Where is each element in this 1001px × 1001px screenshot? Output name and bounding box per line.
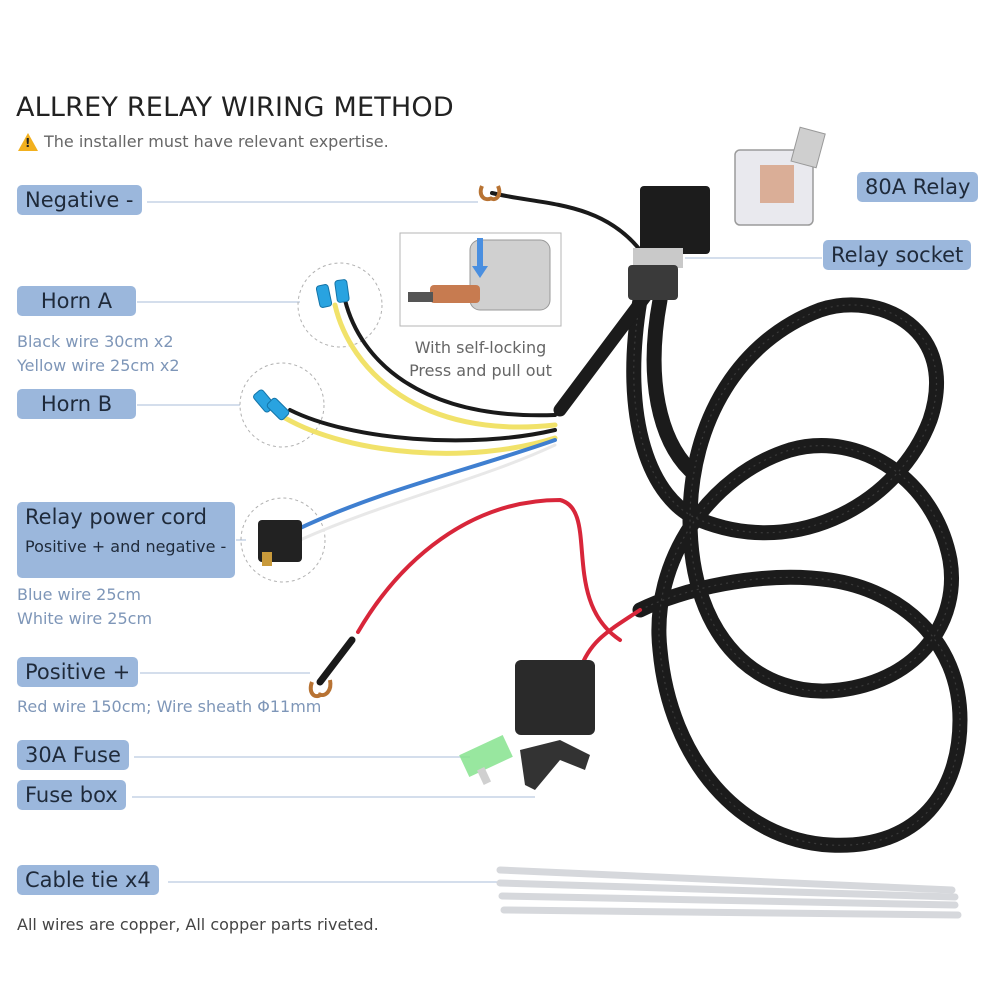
label-fuse-box: Fuse box [17, 780, 126, 810]
spade-terminal-icon [315, 279, 350, 308]
relay-power-connector [258, 520, 302, 566]
note-horn-a-black: Black wire 30cm x2 [17, 332, 174, 351]
footer-note: All wires are copper, All copper parts r… [17, 915, 379, 934]
inset-caption-line1: With self-locking [414, 338, 547, 357]
note-relay-white: White wire 25cm [17, 609, 153, 628]
label-relay-socket: Relay socket [823, 240, 972, 270]
label-80a-relay: 80A Relay [857, 172, 979, 202]
inset-caption: With self-locking Press and pull out [398, 336, 563, 382]
label-positive: Positive + [17, 657, 139, 687]
fuse-icon [459, 734, 513, 785]
label-horn-b: Horn B [17, 389, 136, 419]
wire-sheath-coil [626, 292, 968, 853]
relay-power-cord-subtitle: Positive + and negative - [25, 537, 227, 556]
inset-caption-line2: Press and pull out [409, 361, 552, 380]
note-relay-blue: Blue wire 25cm [17, 585, 141, 604]
warning-icon [18, 132, 38, 151]
label-cable-tie: Cable tie x4 [17, 865, 159, 895]
label-negative: Negative - [17, 185, 142, 215]
label-30a-fuse: 30A Fuse [17, 740, 129, 770]
relay-icon [734, 126, 826, 226]
warning-text: The installer must have relevant experti… [44, 132, 389, 151]
warning-line: The installer must have relevant experti… [18, 132, 389, 151]
leader-lines [132, 201, 822, 883]
label-relay-power-cord: Relay power cord Positive + and negative… [17, 502, 235, 578]
ring-terminal-icon [308, 185, 502, 699]
relay-socket-icon [628, 186, 710, 300]
relay-power-cord-title: Relay power cord [25, 505, 207, 529]
inset-terminal-image [399, 232, 562, 327]
cable-tie-icon [496, 866, 962, 919]
fuse-box-icon [515, 660, 595, 790]
note-horn-a-yellow: Yellow wire 25cm x2 [17, 356, 180, 375]
label-horn-a: Horn A [17, 286, 136, 316]
page-title: ALLREY RELAY WIRING METHOD [16, 92, 454, 123]
note-positive-red: Red wire 150cm; Wire sheath Φ11mm [17, 697, 322, 716]
